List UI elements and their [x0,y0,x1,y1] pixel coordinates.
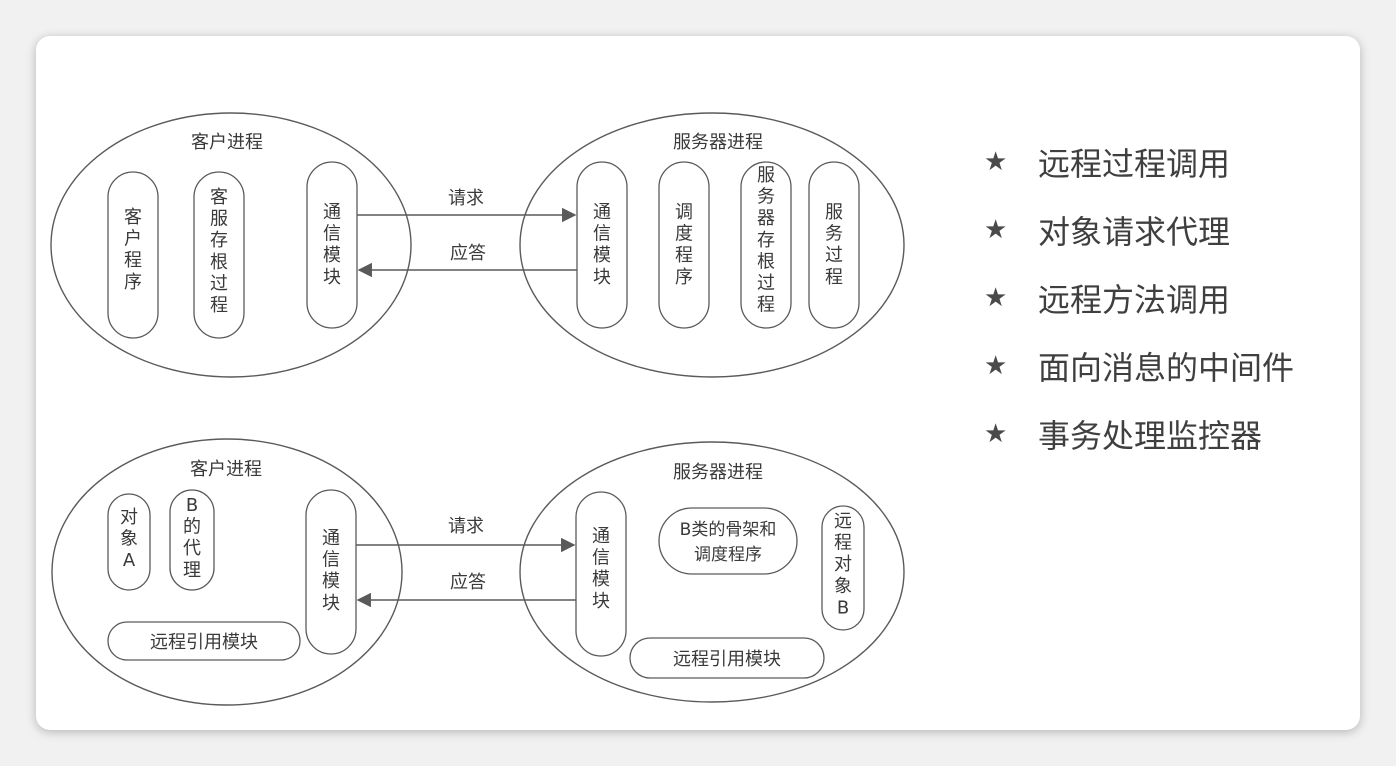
skeleton-dispatcher-box [658,507,798,575]
server-remote-ref-box [629,637,825,679]
service-procedure-label: 服务过程 [825,202,843,288]
request-label-1: 请求 [448,188,484,209]
response-label-1: 应答 [450,243,486,264]
remote-object-b-box [821,505,865,631]
server-process-title-2: 服务器进程 [673,462,763,483]
star-icon: ★ [984,215,1008,245]
client-remote-ref-box [107,621,301,661]
bullet-item: ★ 对象请求代理 [984,196,1294,264]
client-program-label: 客户程序 [124,207,142,293]
client-comm-module-box-1 [306,161,358,329]
bullet-item: ★ 事务处理监控器 [984,400,1294,468]
star-icon: ★ [984,283,1008,313]
response-label-2: 应答 [450,572,486,593]
client-remote-ref-label: 远程引用模块 [150,632,258,653]
bullet-text: 事务处理监控器 [1038,417,1263,455]
server-stub-label: 服务器存根过程 [757,165,775,316]
middleware-type-list: ★ 远程过程调用 ★ 对象请求代理 ★ 远程方法调用 ★ 面向消息的中间件 ★ … [984,128,1294,468]
star-icon: ★ [984,147,1008,177]
b-proxy-box [169,489,215,591]
client-process-title-2: 客户进程 [190,459,262,480]
dispatcher-label: 调度程序 [675,202,693,288]
bullet-text: 远程过程调用 [1038,145,1231,183]
client-comm-module-label-1: 通信模块 [323,202,341,288]
object-a-box [107,493,151,591]
star-icon: ★ [984,419,1008,449]
server-process-title-1: 服务器进程 [673,132,763,153]
client-comm-module-box-2 [305,489,357,655]
skeleton-line-1: B类的骨架和 [680,520,777,540]
bullet-text: 面向消息的中间件 [1038,349,1295,387]
server-comm-module-box-2 [575,491,627,657]
skeleton-line-2: 调度程序 [694,545,762,565]
bullet-text: 远程方法调用 [1038,281,1231,319]
service-procedure-box [808,161,860,329]
bullet-text: 对象请求代理 [1038,213,1231,251]
request-label-2: 请求 [448,516,484,537]
server-comm-module-label-1: 通信模块 [593,202,611,288]
server-remote-ref-label: 远程引用模块 [673,649,781,670]
middleware-diagram: 客户进程 客户程序 客服存根过程 通信模块 服务器进程 通信模块 调度程序 服务… [50,112,905,706]
client-comm-module-label-2: 通信模块 [322,528,340,614]
star-icon: ★ [984,351,1008,381]
client-stub-label: 客服存根过程 [210,187,228,316]
server-stub-box [740,161,792,329]
bullet-item: ★ 面向消息的中间件 [984,332,1294,400]
client-process-title-1: 客户进程 [191,132,263,153]
client-program-box [107,171,159,339]
dispatcher-box [658,161,710,329]
bullet-item: ★ 远程方法调用 [984,264,1294,332]
bullet-item: ★ 远程过程调用 [984,128,1294,196]
server-comm-module-box-1 [576,161,628,329]
client-stub-box [193,171,245,339]
server-comm-module-label-2: 通信模块 [592,526,610,612]
